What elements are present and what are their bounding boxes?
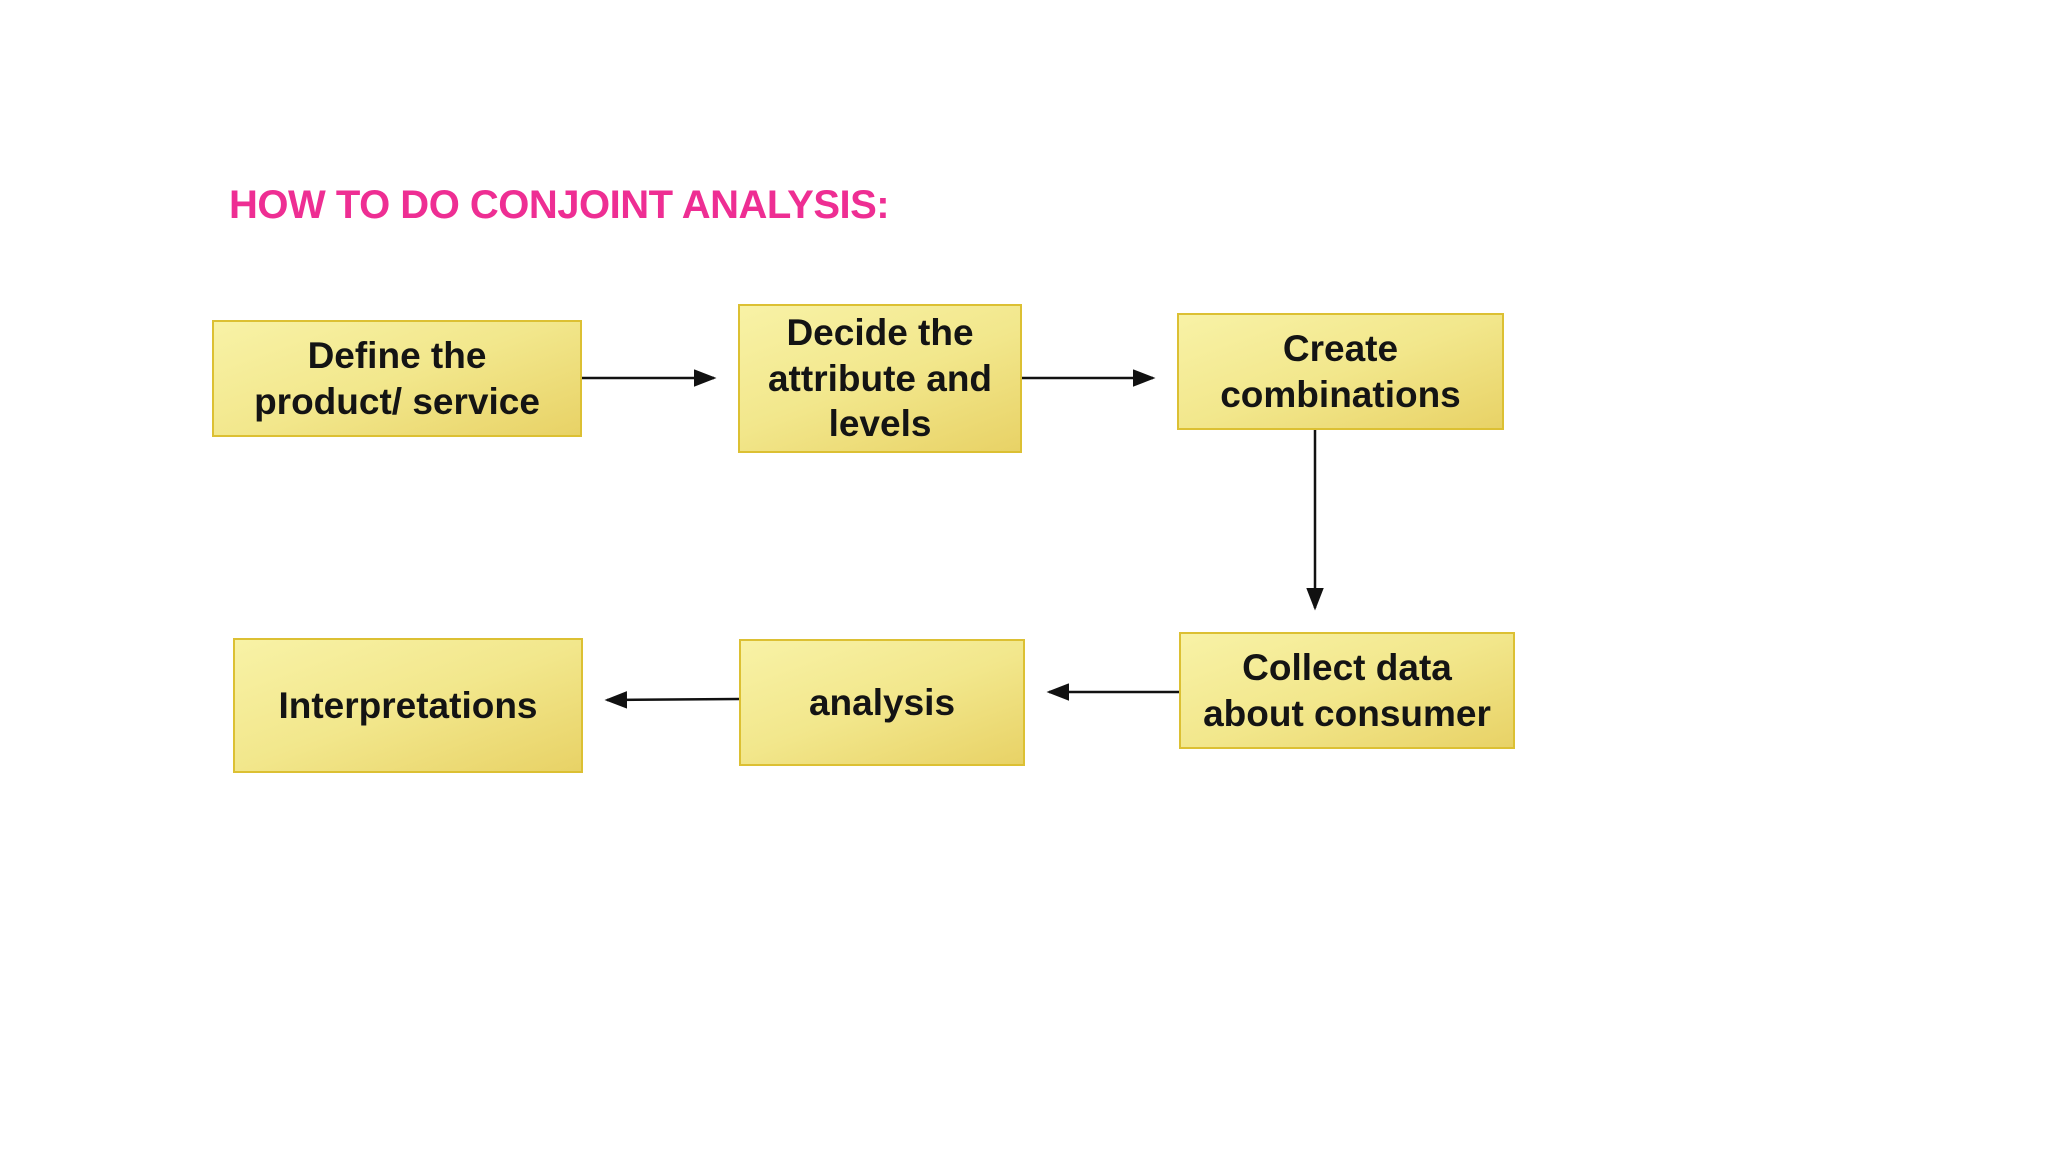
arrow-analysis-to-interpretations xyxy=(604,691,740,709)
flow-node-interpretations: Interpretations xyxy=(233,638,583,773)
flow-node-analysis: analysis xyxy=(739,639,1025,766)
flow-node-decide-attribute-levels: Decide the attribute and levels xyxy=(738,304,1022,453)
flow-node-create-combinations: Create combinations xyxy=(1177,313,1504,430)
flow-node-define-product-service: Define the product/ service xyxy=(212,320,582,437)
flow-node-collect-data-consumer: Collect data about consumer xyxy=(1179,632,1515,749)
page-title: HOW TO DO CONJOINT ANALYSIS: xyxy=(229,183,890,227)
